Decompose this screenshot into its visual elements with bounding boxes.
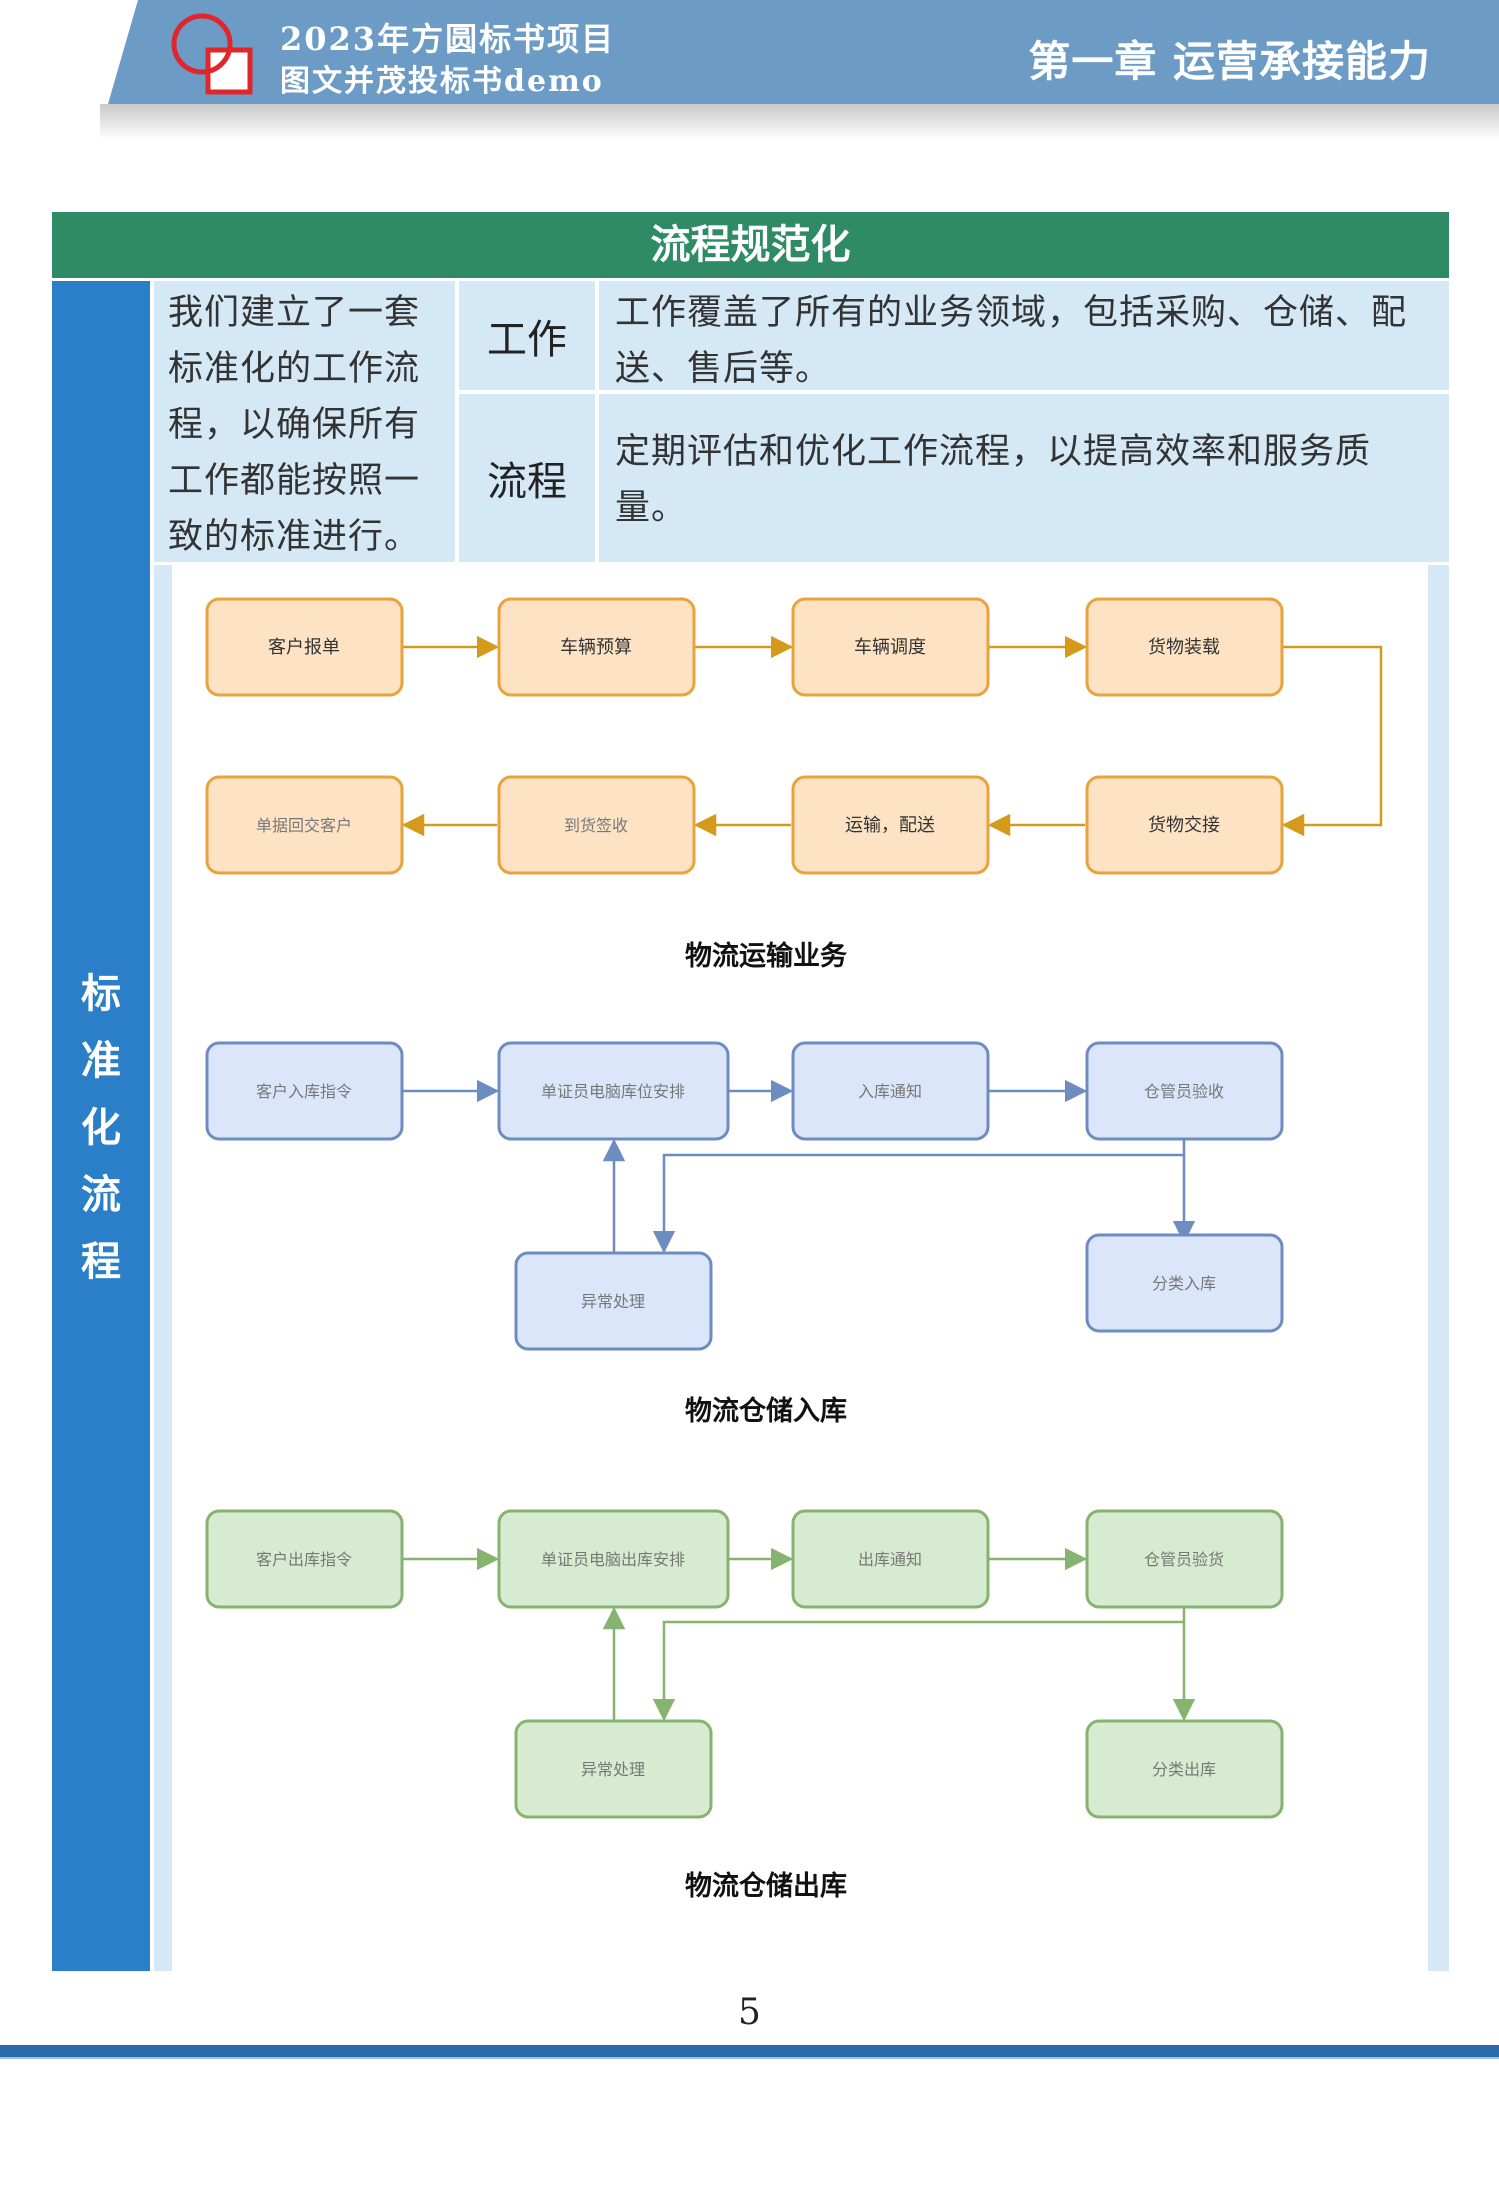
node-vehicle-dispatch xyxy=(791,597,990,697)
node-outbound-notice xyxy=(791,1509,990,1609)
label-outbound-notice: 出库通知 xyxy=(858,1550,922,1569)
node-arrival-signoff xyxy=(497,775,696,875)
side-label-char: 化 xyxy=(81,1105,121,1151)
side-label-char: 程 xyxy=(81,1239,121,1285)
outbound-title: 物流仓储出库 xyxy=(685,1871,847,1902)
outbound-flowchart xyxy=(402,1547,1196,1722)
node-inbound-sorting xyxy=(1085,1233,1284,1333)
label-outbound-inspection: 仓管员验货 xyxy=(1144,1550,1224,1569)
intro-cell: 我们建立了一套标准化的工作流程，以确保所有工作都能按照一致的标准进行。 xyxy=(154,281,455,562)
node-customer-order xyxy=(205,597,404,697)
header-title-line1: 2023年方圆标书项目 xyxy=(280,20,616,58)
header-shadow xyxy=(100,104,1499,140)
chapter-title: 第一章 运营承接能力 xyxy=(1028,37,1431,86)
page-number: 5 xyxy=(738,1992,761,2033)
row-label-work: 工作 xyxy=(459,281,595,390)
label-outbound-arrangement: 单证员电脑出库安排 xyxy=(541,1550,685,1569)
label-inbound-exception: 异常处理 xyxy=(581,1292,645,1311)
node-cargo-loading xyxy=(1085,597,1284,697)
node-cargo-handover xyxy=(1085,775,1284,875)
node-inbound-exception xyxy=(514,1251,713,1351)
node-transport-delivery xyxy=(791,775,990,875)
inbound-title: 物流仓储入库 xyxy=(685,1396,847,1427)
label-inbound-notice: 入库通知 xyxy=(858,1082,922,1101)
label-outbound-exception: 异常处理 xyxy=(581,1760,645,1779)
edge-t4-t5 xyxy=(1281,645,1383,837)
side-label-char: 流 xyxy=(81,1172,121,1218)
node-inbound-location xyxy=(497,1041,730,1141)
label-inbound-location: 单证员电脑库位安排 xyxy=(541,1082,685,1101)
side-label-char: 准 xyxy=(81,1038,121,1084)
logo-icon xyxy=(171,13,253,95)
inbound-flowchart xyxy=(402,1079,1196,1254)
side-label: 标准化流程 xyxy=(52,281,150,1971)
label-inbound-instruction: 客户入库指令 xyxy=(256,1082,352,1101)
transport-title: 物流运输业务 xyxy=(685,940,847,972)
node-outbound-instruction xyxy=(205,1509,404,1609)
node-outbound-inspection xyxy=(1085,1509,1284,1609)
label-arrival-signoff: 到货签收 xyxy=(564,816,628,835)
diagram-canvas: 客户报单 车辆预算 车辆调度 货物装载 货物交接 运输，配送 到货签收 单据回交… xyxy=(172,565,1428,1971)
label-transport-delivery: 运输，配送 xyxy=(845,815,935,836)
row-label-process: 流程 xyxy=(459,394,595,562)
intro-text: 我们建立了一套标准化的工作流程，以确保所有工作都能按照一致的标准进行。 xyxy=(168,293,421,557)
header-title-line2: 图文并茂投标书demo xyxy=(280,64,604,99)
node-outbound-sorting xyxy=(1085,1719,1284,1819)
node-return-docs xyxy=(205,775,404,875)
node-outbound-exception xyxy=(514,1719,713,1819)
header-band xyxy=(108,0,1499,104)
footer-rule xyxy=(0,2045,1499,2059)
label-outbound-sorting: 分类出库 xyxy=(1152,1760,1216,1779)
label-vehicle-budget: 车辆预算 xyxy=(560,637,632,658)
flowcharts: 客户报单 车辆预算 车辆调度 货物装载 货物交接 运输，配送 到货签收 单据回交… xyxy=(205,597,1383,1902)
label-vehicle-dispatch: 车辆调度 xyxy=(854,637,926,658)
label-return-docs: 单据回交客户 xyxy=(256,816,352,835)
label-customer-order: 客户报单 xyxy=(268,637,340,658)
label-outbound-instruction: 客户出库指令 xyxy=(256,1550,352,1569)
node-inbound-notice xyxy=(791,1041,990,1141)
side-label-char: 标 xyxy=(81,971,121,1017)
section-title: 流程规范化 xyxy=(52,212,1449,278)
edge-o4-o5 xyxy=(652,1620,1184,1722)
node-inbound-inspection xyxy=(1085,1041,1284,1141)
row-text-process: 定期评估和优化工作流程，以提高效率和服务质量。 xyxy=(599,394,1449,562)
diagram-area: 客户报单 车辆预算 车辆调度 货物装载 货物交接 运输，配送 到货签收 单据回交… xyxy=(154,565,1449,1971)
label-cargo-handover: 货物交接 xyxy=(1148,815,1220,836)
node-outbound-arrangement xyxy=(497,1509,730,1609)
transport-flowchart xyxy=(401,635,1383,837)
row-text-work: 工作覆盖了所有的业务领域，包括采购、仓储、配送、售后等。 xyxy=(599,281,1449,390)
label-inbound-sorting: 分类入库 xyxy=(1152,1274,1216,1293)
node-inbound-instruction xyxy=(205,1041,404,1141)
edge-i4-i5 xyxy=(652,1153,1184,1254)
label-cargo-loading: 货物装载 xyxy=(1148,637,1220,658)
label-inbound-inspection: 仓管员验收 xyxy=(1144,1082,1224,1101)
side-label-text: 标准化流程 xyxy=(52,961,150,1296)
node-vehicle-budget xyxy=(497,597,696,697)
